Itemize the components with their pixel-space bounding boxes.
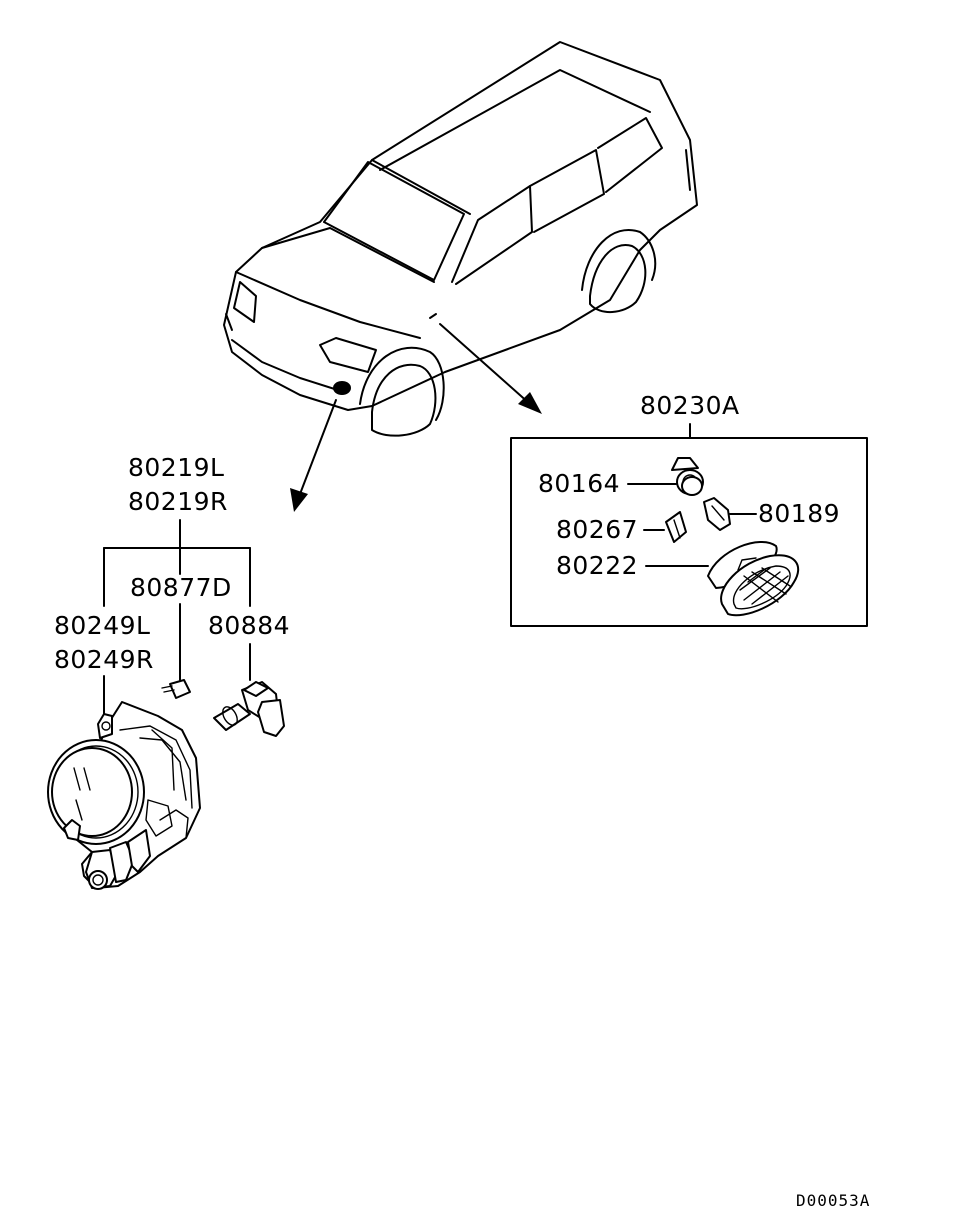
label-fog-r: 80219R	[128, 487, 228, 516]
bulb-socket-part	[671, 457, 704, 496]
label-fog-l: 80219L	[128, 453, 224, 482]
drawing-code: D00053A	[796, 1191, 870, 1210]
side-marker-assembly: 80230A 80164 80189 80267 80222	[510, 391, 868, 627]
vehicle-illustration	[223, 41, 698, 437]
screw-part	[161, 679, 191, 699]
fog-lamp-assembly: 80219L 80219R 80877D 80884 80249L 80249R	[47, 453, 290, 890]
label-assembly-a: 80230A	[640, 391, 740, 420]
label-screw: 80877D	[130, 573, 232, 602]
label-part-80164: 80164	[538, 469, 620, 498]
fog-lamp-housing-part	[47, 701, 201, 890]
label-part-80189: 80189	[758, 499, 840, 528]
fog-bulb-part	[213, 681, 285, 737]
side-marker-lens-part	[707, 541, 800, 617]
arrow-to-fog-lamp	[290, 399, 337, 512]
label-bulb: 80884	[208, 611, 290, 640]
label-housing-r: 80249R	[54, 645, 154, 674]
clip-part	[665, 511, 687, 543]
wedge-bulb-part	[703, 497, 731, 531]
arrow-to-side-marker	[439, 323, 542, 414]
label-part-80267: 80267	[556, 515, 638, 544]
label-part-80222: 80222	[556, 551, 638, 580]
label-housing-l: 80249L	[54, 611, 150, 640]
